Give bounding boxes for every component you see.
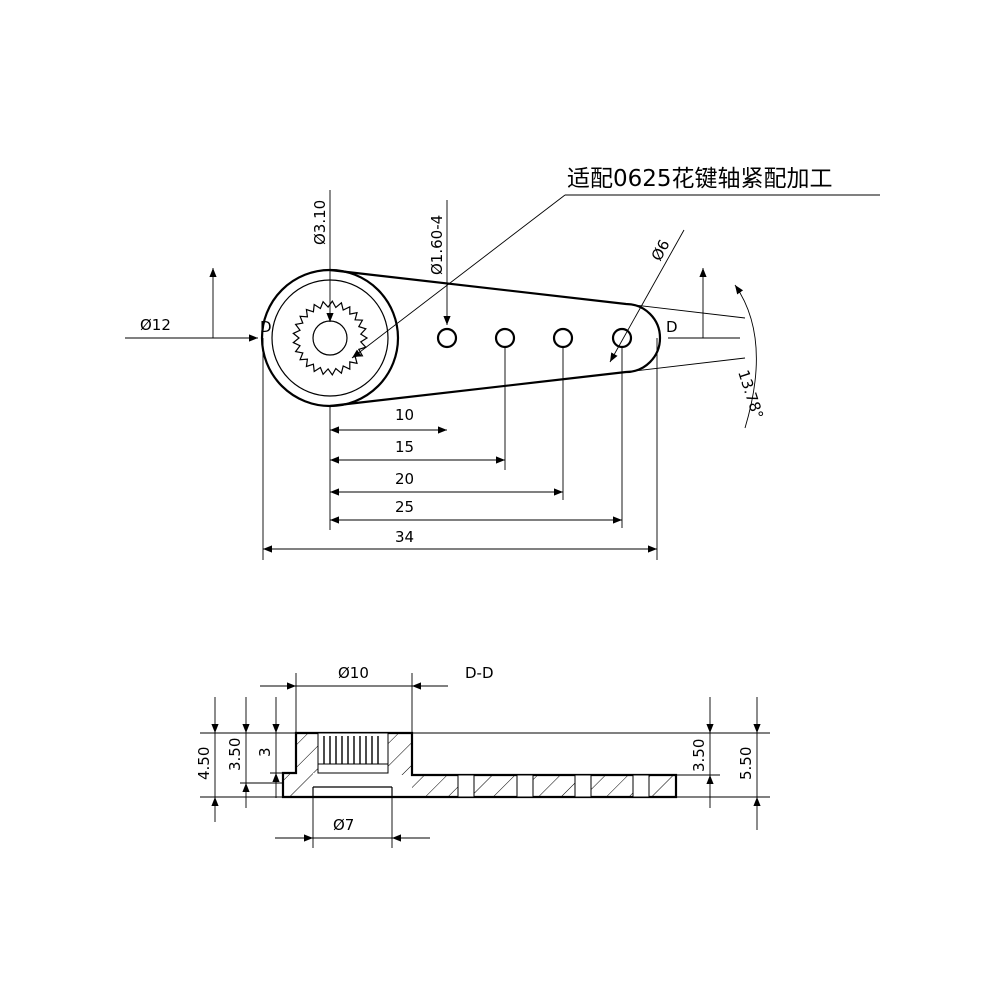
dia-holes-label: Ø1.60-4 — [428, 215, 446, 275]
dia-tip-label: Ø6 — [648, 237, 674, 264]
hatch-arm — [412, 775, 676, 797]
h-mid-left: 3.50 — [226, 738, 244, 771]
dia-top-label: Ø10 — [338, 664, 369, 682]
dim-25: 25 — [395, 498, 414, 516]
hole-25 — [611, 327, 633, 349]
angle-label: 13.78° — [734, 368, 767, 422]
arm-outline — [329, 268, 662, 408]
hole-15 — [494, 327, 516, 349]
section-mark-right: D — [666, 318, 678, 336]
hatch-left — [296, 733, 318, 773]
hatch-bottom-left — [283, 773, 313, 797]
section-hole-2 — [516, 774, 534, 798]
dim-10: 10 — [395, 406, 414, 424]
dim-15: 15 — [395, 438, 414, 456]
h-right-inner: 3.50 — [690, 739, 708, 772]
section-label: D-D — [465, 664, 494, 682]
h-outer-left: 4.50 — [195, 747, 213, 780]
hatch-right — [388, 733, 412, 775]
hole-10 — [436, 327, 458, 349]
section-mark-left: D — [260, 318, 272, 336]
spline-gear — [292, 299, 369, 377]
spline-bore — [312, 320, 348, 356]
dia-hub-label: Ø12 — [140, 316, 171, 334]
section-view: D-D — [281, 664, 678, 799]
h-inner-left: 3 — [256, 747, 274, 757]
angle-dimension: 13.78° — [625, 284, 767, 429]
note-callout: 适配0625花键轴紧配加工 — [351, 166, 880, 359]
note-text: 适配0625花键轴紧配加工 — [567, 166, 833, 192]
section-spline — [317, 732, 389, 774]
dia-bottom-label: Ø7 — [333, 816, 354, 834]
dim-20: 20 — [395, 470, 414, 488]
section-line: D D — [125, 268, 740, 342]
dim-34: 34 — [395, 528, 414, 546]
h-right-outer: 5.50 — [737, 747, 755, 780]
dia-spline-label: Ø3.10 — [311, 200, 329, 245]
hole-20 — [552, 327, 574, 349]
section-dimensions: Ø10 Ø7 4.50 3.50 3 3.50 — [195, 664, 770, 848]
section-hole-1 — [457, 774, 475, 798]
section-hole-4 — [632, 774, 650, 798]
servo-arm-top-view — [260, 268, 662, 408]
top-view-diameters: Ø12 Ø3.10 Ø1.60-4 Ø6 — [140, 190, 685, 363]
top-view-dimensions: 10 15 20 25 34 — [262, 338, 658, 560]
section-hole-3 — [574, 774, 592, 798]
